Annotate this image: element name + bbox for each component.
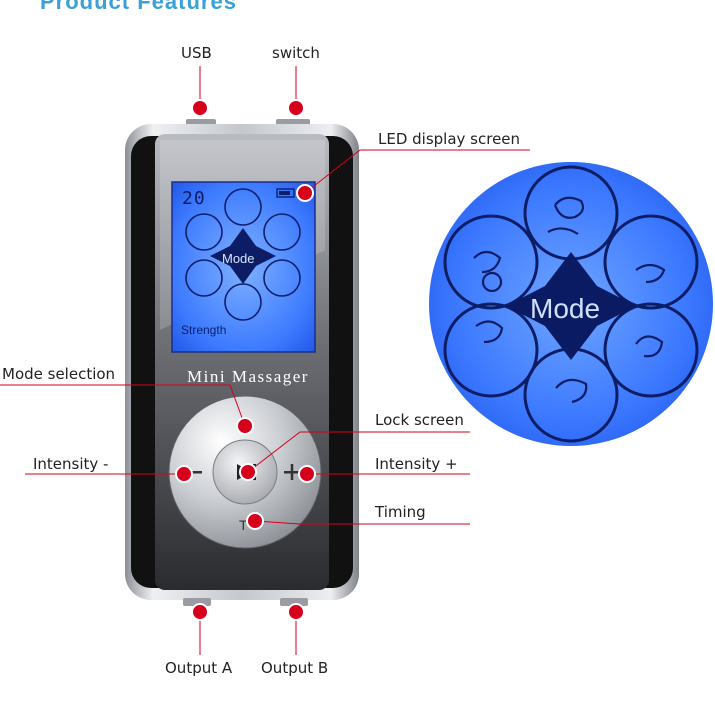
lcd-mode-label: Mode xyxy=(222,251,255,266)
output-b-label: Output B xyxy=(261,659,329,677)
lcd-center-star xyxy=(210,228,276,284)
zoom-center-star xyxy=(506,252,636,360)
device-brand-text: Mini Massager xyxy=(187,367,309,386)
timing-marker xyxy=(246,512,264,530)
output-a-label: Output A xyxy=(165,659,233,677)
timer-key-mark: T xyxy=(239,517,248,533)
lcd-mode-flower xyxy=(185,188,301,321)
minus-icon xyxy=(186,471,202,474)
intensity-minus-marker xyxy=(175,465,193,483)
callout-dots xyxy=(175,99,316,621)
lock-screen-marker xyxy=(239,463,257,481)
callout-lines xyxy=(0,66,530,655)
intensity-plus-label: Intensity + xyxy=(375,455,458,473)
zoom-mode-label: Mode xyxy=(530,293,601,324)
lock-screen-label: Lock screen xyxy=(375,411,464,429)
led-marker xyxy=(296,184,314,202)
output-b-jack xyxy=(280,598,308,606)
usb-label: USB xyxy=(181,44,212,62)
battery-icon xyxy=(276,188,295,198)
switch-label: switch xyxy=(272,44,320,62)
lcd-intensity-number: 20 xyxy=(182,188,206,209)
intensity-plus-marker xyxy=(298,465,316,483)
timing-label: Timing xyxy=(375,503,426,521)
led-display-label: LED display screen xyxy=(378,130,521,148)
output-a-marker xyxy=(191,603,209,621)
massage-mode-icons xyxy=(473,196,666,404)
usb-marker xyxy=(191,99,209,117)
page-heading-cropped: Product Features xyxy=(40,0,237,14)
intensity-minus-label: Intensity - xyxy=(33,455,109,473)
mode-selection-label: Mode selection xyxy=(2,365,116,383)
output-b-marker xyxy=(287,603,305,621)
switch-marker xyxy=(287,99,305,117)
lcd-strength-label: Strength xyxy=(181,323,227,337)
mode-selection-marker xyxy=(236,417,254,435)
